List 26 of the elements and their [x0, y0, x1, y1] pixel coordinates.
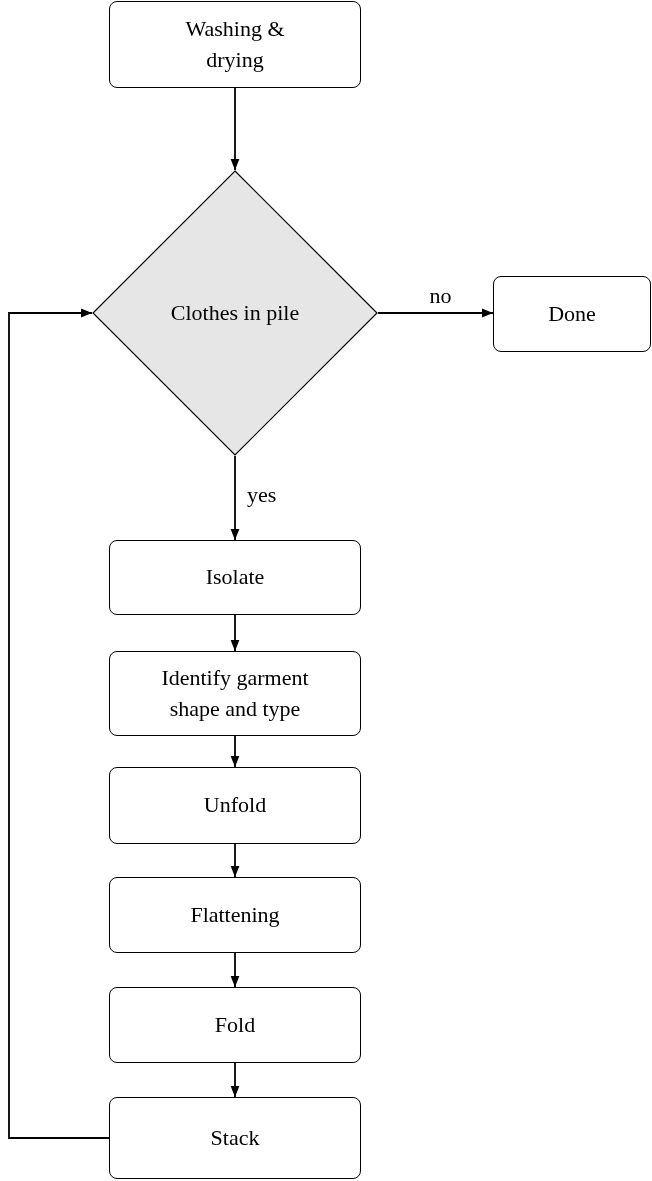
- arrow: [230, 455, 240, 541]
- arrow: [8, 308, 110, 1139]
- process-box: [109, 767, 361, 844]
- step-label: Washing & drying: [184, 14, 286, 74]
- step-label: Stack: [210, 1123, 260, 1152]
- process-box: [109, 877, 361, 953]
- arrow: [230, 735, 240, 768]
- step-label: Isolate: [205, 563, 265, 592]
- arrow: [230, 87, 240, 171]
- process-box: [109, 1, 361, 88]
- process-box: [109, 987, 361, 1063]
- process-box: [109, 651, 361, 736]
- process-box: [109, 1097, 361, 1179]
- arrow: [230, 614, 240, 652]
- step-label: Flattening: [190, 900, 280, 929]
- step-label: Unfold: [203, 791, 267, 820]
- arrow: [377, 308, 494, 318]
- step-label: Done: [548, 299, 596, 328]
- step-label: Fold: [214, 1010, 256, 1039]
- arrow: [230, 1062, 240, 1098]
- step-label: Identify garment shape and type: [160, 663, 310, 723]
- decision-label: Clothes in pile: [170, 298, 300, 327]
- process-box: [109, 540, 361, 615]
- arrow: [230, 952, 240, 988]
- arrow: [230, 843, 240, 878]
- process-box: [493, 276, 651, 352]
